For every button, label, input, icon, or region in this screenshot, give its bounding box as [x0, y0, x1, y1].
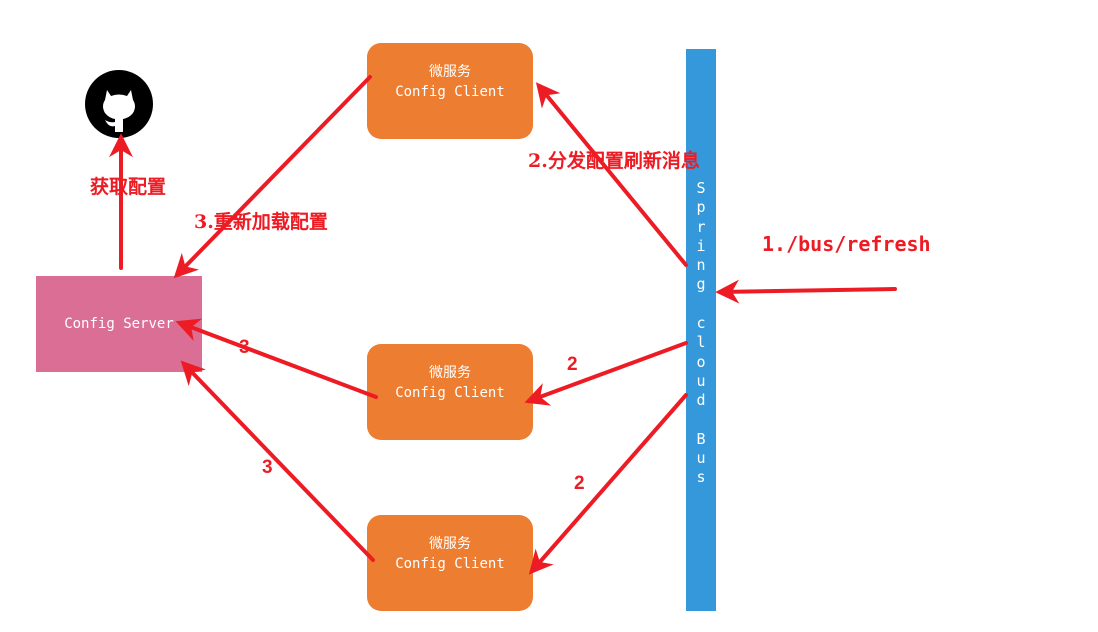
bus-label-char: s [696, 468, 706, 487]
bus-label-char: u [696, 449, 706, 468]
arrow-bus-to-client-3 [528, 393, 688, 575]
arrow-refresh [715, 279, 897, 304]
bus-label-char: p [696, 198, 706, 217]
arrow-bus-to-client-2 [524, 341, 688, 406]
client-subtitle: Config Client [395, 556, 505, 572]
bus-label-char: i [696, 236, 706, 255]
bus-label-char: S [696, 179, 706, 197]
bus-label-char: l [696, 333, 706, 352]
label-step-2b: 2 [574, 473, 585, 494]
arrow-client-1-to-server [173, 75, 372, 279]
arrow-bus-to-client-1 [535, 82, 688, 267]
client-title: 微服务 [429, 365, 471, 381]
bus-label-char: c [696, 314, 706, 333]
arrow-client-2-to-server [175, 318, 378, 399]
label-bus-refresh: 1./bus/refresh [762, 232, 931, 256]
bus-label-char: d [696, 391, 706, 410]
bus-label-char: g [696, 275, 706, 294]
bus-label-char: r [696, 217, 706, 236]
label-distribute: 2.分发配置刷新消息 [528, 150, 700, 172]
config-client-3: 微服务 Config Client [367, 515, 533, 611]
label-step-3b: 3 [262, 457, 273, 478]
client-title: 微服务 [429, 536, 471, 552]
label-reload-config: 3.重新加载配置 [194, 211, 328, 233]
label-step-3a: 3 [239, 337, 250, 358]
config-server: Config Server [36, 276, 202, 372]
config-client-2: 微服务 Config Client [367, 344, 533, 440]
client-subtitle: Config Client [395, 385, 505, 401]
bus-label-char: n [696, 256, 706, 275]
bus-label-char: o [696, 352, 706, 371]
github-icon [85, 70, 153, 138]
arrow-client-3-to-server [180, 360, 375, 562]
config-server-label: Config Server [64, 316, 174, 332]
bus-label-char: B [696, 429, 706, 448]
config-client-1: 微服务 Config Client [367, 43, 533, 139]
client-title: 微服务 [429, 64, 471, 80]
bus-label-char: u [696, 371, 706, 390]
label-fetch-config: 获取配置 [90, 176, 167, 198]
client-subtitle: Config Client [395, 84, 505, 100]
label-step-2a: 2 [567, 354, 578, 375]
